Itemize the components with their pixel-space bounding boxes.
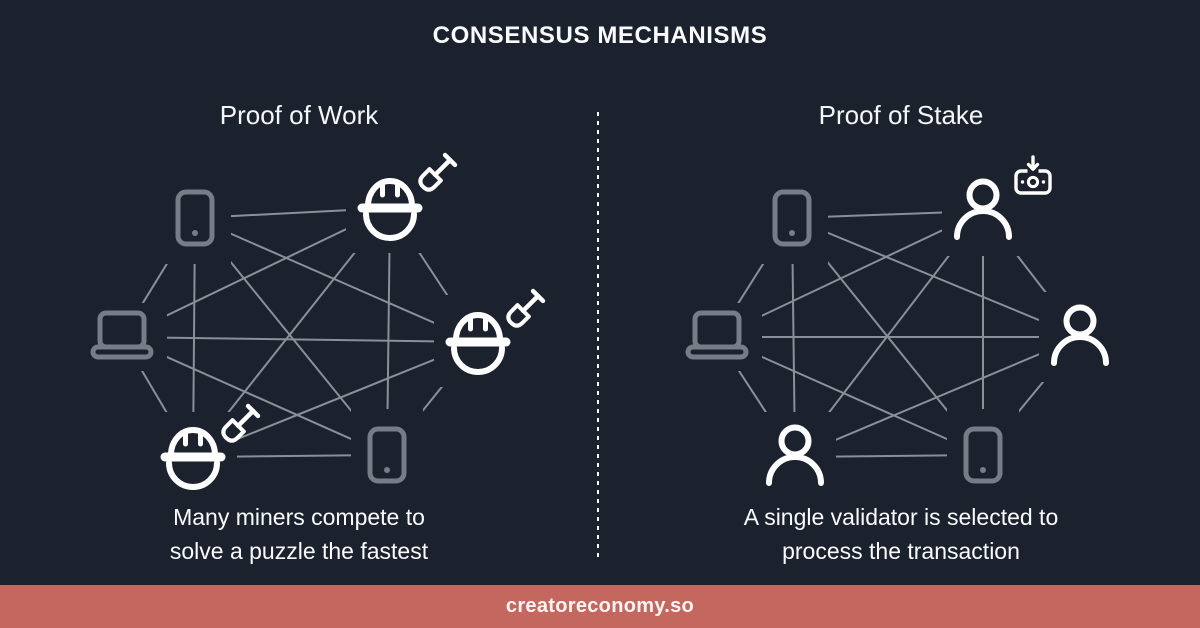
pow-caption-line1: Many miners compete to	[173, 504, 425, 530]
miner-helmet-icon	[357, 178, 423, 241]
pow-caption-line2: solve a puzzle the fastest	[169, 538, 429, 564]
pos-caption: A single validator is selected to proces…	[602, 500, 1200, 568]
pow-caption: Many miners compete to solve a puzzle th…	[0, 500, 598, 568]
stake-deposit-icon	[1014, 155, 1052, 195]
pos-caption-line2: process the transaction	[782, 538, 1020, 564]
shovel-icon	[418, 152, 458, 192]
pos-caption-line1: A single validator is selected to	[743, 504, 1059, 530]
miner-helmet-icon	[160, 427, 226, 490]
pos-network-diagram	[672, 155, 1121, 502]
footer-bar: creatoreconomy.so	[0, 585, 1200, 628]
shovel-icon	[221, 403, 261, 443]
footer-url: creatoreconomy.so	[505, 595, 695, 617]
validator-person-icon	[954, 178, 1012, 240]
pos-heading: Proof of Stake	[818, 100, 984, 130]
proof-of-stake-panel: Proof of Stake	[602, 0, 1200, 585]
validator-person-icon	[766, 424, 824, 486]
miner-helmet-icon	[445, 312, 511, 375]
dotted-divider-line	[597, 112, 599, 562]
smartphone-icon	[175, 189, 215, 247]
smartphone-icon	[963, 426, 1003, 484]
proof-of-work-panel: Proof of Work	[0, 0, 598, 585]
pow-heading: Proof of Work	[219, 100, 379, 130]
shovel-icon	[506, 288, 546, 328]
validator-person-icon	[1051, 304, 1109, 366]
laptop-icon	[90, 310, 154, 360]
laptop-icon	[685, 310, 749, 360]
smartphone-icon	[772, 189, 812, 247]
smartphone-icon	[367, 426, 407, 484]
pow-network-diagram	[77, 152, 546, 504]
main-title: CONSENSUS MECHANISMS	[432, 22, 768, 49]
